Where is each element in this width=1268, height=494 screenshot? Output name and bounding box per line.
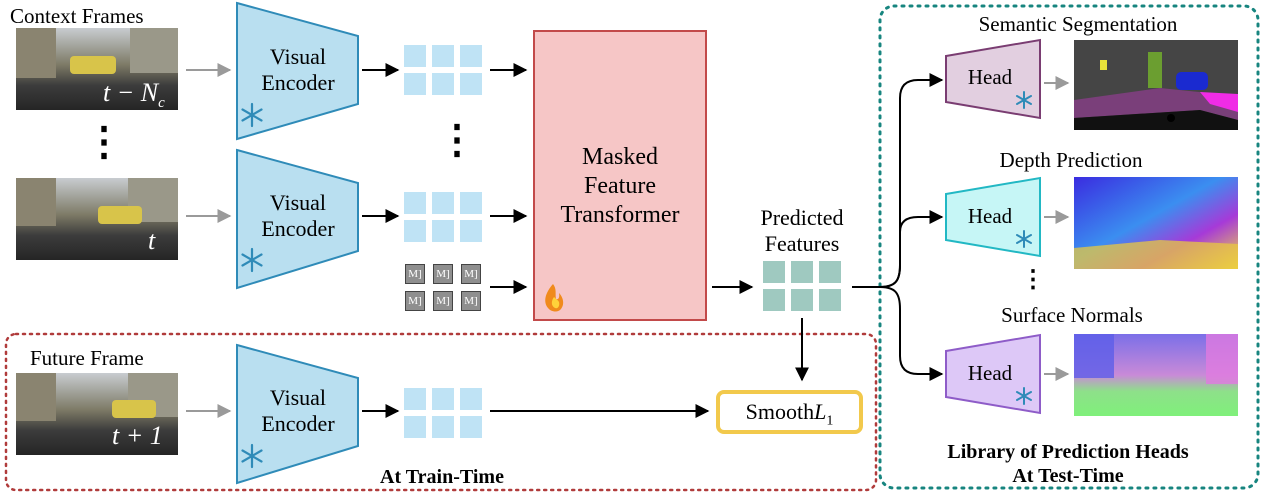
time-label-future: t + 1: [112, 421, 163, 450]
snowflake-icon: [1016, 91, 1032, 109]
visual-encoder-shape: [236, 148, 359, 290]
predicted-to-depth-head-arrow: [879, 210, 944, 288]
snowflake-icon: [1016, 230, 1032, 248]
segmentation-head-shape: [945, 38, 1041, 120]
visual-encoder-shape: [236, 343, 359, 485]
segmentation-output-image: [1074, 40, 1238, 130]
time-label-context-start: t − Nc: [103, 78, 165, 112]
feature-tokens-last: [404, 192, 482, 242]
depth-head-shape: [945, 176, 1041, 258]
masked-feature-transformer-box: [533, 30, 707, 321]
mask-token: M]: [433, 264, 453, 284]
future-frame-label: Future Frame: [30, 346, 144, 370]
feature-tokens-future: [404, 388, 482, 438]
context-frame-last: [16, 178, 178, 260]
context-frames-label: Context Frames: [10, 4, 144, 28]
snowflake-icon: [241, 247, 263, 273]
predicted-to-normals-head-arrow: [879, 286, 944, 381]
snowflake-icon: [241, 102, 263, 128]
segmentation-head-label: Head: [967, 65, 1013, 89]
ellipsis-heads: ⋮: [1021, 267, 1045, 293]
train-time-region: [4, 332, 878, 492]
snowflake-icon: [1016, 387, 1032, 405]
normals-output-image: [1074, 334, 1238, 416]
time-label-current: t: [148, 226, 156, 255]
train-time-label: At Train-Time: [380, 466, 504, 488]
predicted-feature-tokens: [763, 261, 841, 311]
depth-head-label: Head: [967, 204, 1013, 228]
mask-token: M]: [433, 291, 453, 311]
future-frame: [16, 373, 178, 455]
context-frame-first: [16, 28, 178, 110]
normals-head-label: Head: [967, 361, 1013, 385]
normals-title: Surface Normals: [1001, 303, 1143, 327]
visual-encoder-shape: [236, 1, 359, 141]
mask-token: M]: [405, 264, 425, 284]
depth-title: Depth Prediction: [999, 148, 1143, 172]
test-time-region: [878, 4, 1260, 490]
mask-token: M]: [461, 291, 481, 311]
feature-tokens-first: [404, 45, 482, 95]
mask-token: M]: [405, 291, 425, 311]
normals-head-shape: [945, 333, 1041, 415]
smooth-l1-loss-box: SmoothL1: [716, 390, 863, 434]
snowflake-icon: [241, 443, 263, 469]
depth-output-image: [1074, 177, 1238, 269]
predicted-to-segmentation-head-arrow: [852, 73, 944, 288]
segmentation-title: Semantic Segmentation: [978, 12, 1178, 36]
ellipsis-frames: ⋮: [84, 119, 124, 164]
flame-icon: [545, 284, 564, 312]
ellipsis-tokens: ⋮: [437, 117, 477, 162]
mask-token: M]: [461, 264, 481, 284]
